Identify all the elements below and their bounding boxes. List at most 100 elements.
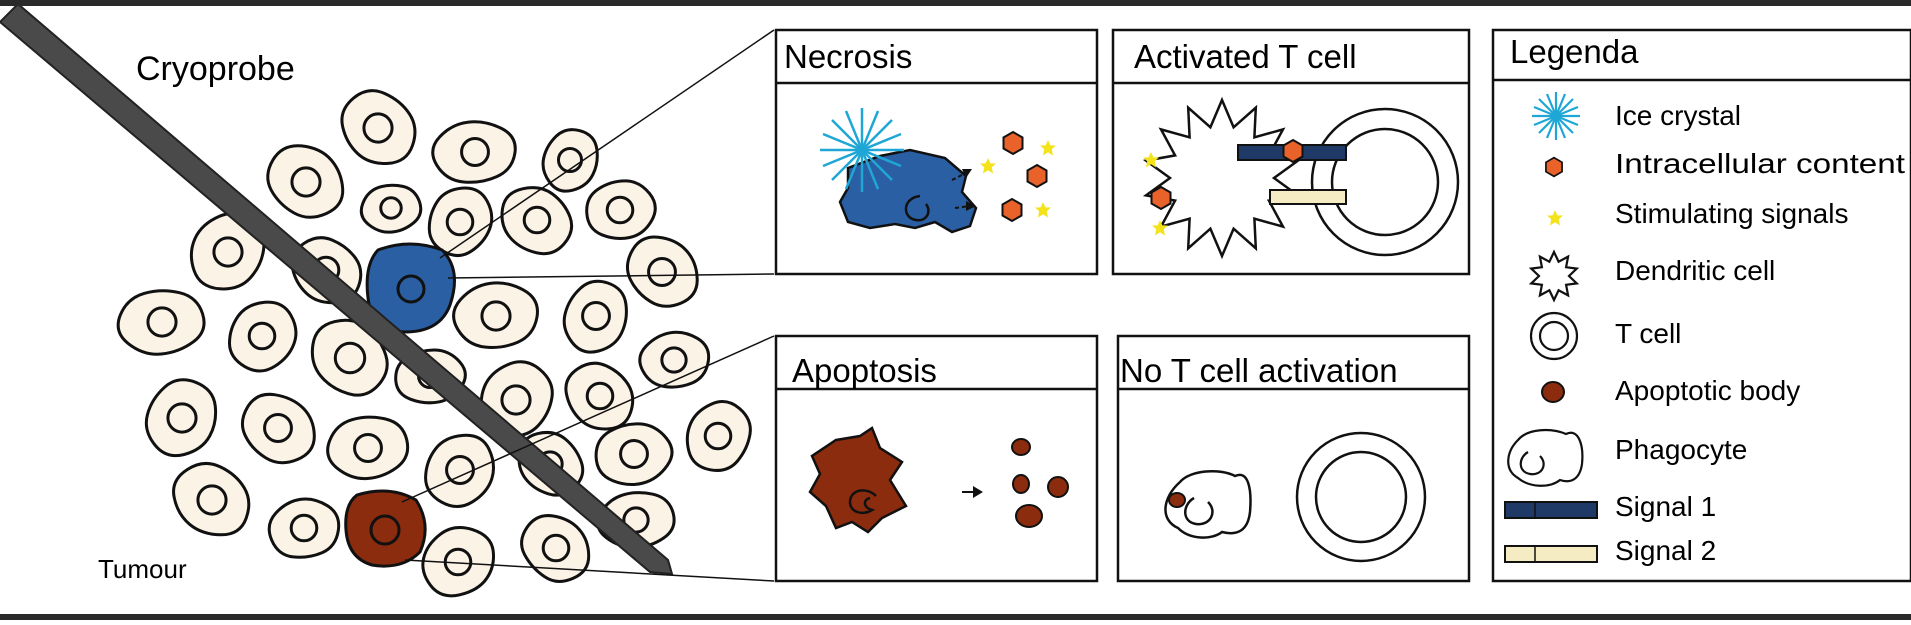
tumour-cell-nucleus: [703, 421, 733, 451]
tumour-cell-nucleus: [480, 300, 512, 332]
tumour-cell: [562, 279, 628, 354]
tumour-cell: [340, 89, 417, 165]
tumour-cell: [585, 179, 657, 240]
tumour-cell: [326, 415, 410, 481]
tumour-cell-nucleus: [556, 146, 584, 174]
ice-crystal-icon: [820, 108, 904, 192]
tumour-cell: [500, 186, 574, 256]
tumour-cell-nucleus: [196, 484, 228, 516]
tumour-cell: [240, 392, 316, 465]
apoptotic-cell-nucleus: [848, 489, 877, 514]
legend-label-signal-2: Signal 2: [1615, 535, 1716, 566]
apoptotic-cell: [808, 426, 908, 534]
apoptosis-arrow-head: [973, 486, 983, 498]
tumour-region: Cryoprobe Tumour: [0, 2, 752, 598]
activated-t-cell-panel: Activated T cell: [1111, 28, 1471, 276]
tumour-cell: [227, 300, 298, 373]
necrosis-title: Necrosis: [784, 38, 912, 75]
tumour-cell: [520, 514, 591, 583]
tumour-cell-nucleus: [660, 346, 688, 374]
phagocyte: [1164, 469, 1252, 539]
apoptotic-tumour-cell: [344, 489, 427, 568]
tumour-cell: [189, 212, 266, 291]
tumour-cell: [421, 526, 495, 598]
tumour-cell: [564, 361, 635, 431]
tumour-cell-nucleus: [333, 341, 367, 375]
t-cell-icon: [1529, 311, 1579, 361]
legend-title: Legenda: [1510, 33, 1639, 70]
tumour-cell-nucleus: [541, 533, 571, 563]
ice-crystal-icon: [1532, 92, 1580, 140]
tumour-cell-nucleus: [500, 384, 532, 416]
apoptosis-panel: Apoptosis: [774, 334, 1099, 583]
tumour-label: Tumour: [98, 554, 187, 584]
legend-label-stimulating-signals: Stimulating signals: [1615, 198, 1848, 229]
tumour-cell: [626, 235, 699, 308]
legend-label-apoptotic-body: Apoptotic body: [1615, 375, 1800, 406]
tumour-cell-nucleus: [605, 195, 635, 225]
tumour-cell: [116, 289, 206, 356]
legend-panel: Legenda Ice crystal Intrac: [1491, 28, 1911, 583]
tumour-cell: [431, 120, 517, 184]
legend-label-phagocyte: Phagocyte: [1615, 434, 1747, 465]
tumour-cell-nucleus: [460, 137, 490, 167]
phagocyte-cavity: [1184, 496, 1214, 526]
zoom-connector-lines: [401, 29, 775, 582]
engulfed-apoptotic-body: [1168, 492, 1186, 508]
tumour-cell-nucleus: [263, 413, 293, 443]
apoptotic-bodies: [1011, 438, 1069, 528]
phagocyte-icon: [1507, 428, 1584, 487]
tumour-cell: [594, 422, 674, 487]
tumour-cell: [267, 497, 341, 559]
tumour-cell: [541, 128, 599, 193]
arrow-head-2: [966, 201, 976, 211]
tumour-cell: [310, 318, 389, 397]
tumour-cell-nucleus: [166, 402, 198, 434]
no-activation-panel: No T cell activation: [1116, 334, 1471, 583]
bottom-frame-bar: [0, 614, 1911, 620]
tumour-cell-nucleus: [247, 321, 277, 351]
tumour-cell-nucleus: [353, 433, 383, 463]
tumour-cell-nucleus: [290, 166, 322, 198]
necrosis-panel: Necrosis: [774, 28, 1099, 276]
intracellular-content-icon: [1545, 156, 1563, 178]
tumour-cell-nucleus: [362, 112, 394, 144]
content-on-signal: [1282, 139, 1304, 163]
legend-label-signal-1: Signal 1: [1615, 491, 1716, 522]
tumour-cell: [359, 183, 423, 234]
tumour-cell-nucleus: [212, 236, 244, 268]
tumour-cell-nucleus: [289, 513, 319, 543]
legend-label-ice-crystal: Ice crystal: [1615, 100, 1741, 131]
tumour-cell-nucleus: [522, 205, 552, 235]
t-cell-activated: [1310, 107, 1460, 257]
legend-label-dendritic-cell: Dendritic cell: [1615, 255, 1775, 286]
no-activation-title: No T cell activation: [1120, 352, 1398, 389]
tumour-cell: [452, 281, 539, 349]
tumour-cell: [266, 144, 345, 219]
signal-2-icon: [1504, 545, 1598, 563]
tumour-cell: [424, 433, 496, 508]
legend-label-t-cell: T cell: [1615, 318, 1681, 349]
content-on-dendrite: [1150, 186, 1172, 210]
tumour-cell: [638, 330, 711, 389]
tumour-cell: [172, 461, 251, 537]
tumour-cell-nucleus: [619, 439, 649, 469]
tumour-cell: [144, 378, 218, 458]
apoptosis-title: Apoptosis: [792, 352, 937, 389]
necrotic-tumour-cell: [365, 242, 456, 334]
cryoprobe-label: Cryoprobe: [136, 50, 295, 88]
arrow-head-1: [962, 169, 972, 178]
tumour-cell: [685, 400, 752, 472]
necrotic-cell: [838, 148, 978, 234]
apoptotic-body-icon: [1541, 381, 1565, 403]
signal-2-bar: [1269, 189, 1347, 205]
t-cell-inactive: [1295, 431, 1427, 563]
signal-1-icon: [1504, 501, 1598, 519]
tumour-cell-nucleus: [445, 207, 475, 237]
top-frame-bar: [0, 0, 1911, 6]
tumour-cell-group: [116, 89, 752, 598]
cryoprobe: [0, 2, 674, 576]
tumour-cell: [427, 186, 494, 258]
dendritic-cell-icon: [1528, 249, 1580, 303]
